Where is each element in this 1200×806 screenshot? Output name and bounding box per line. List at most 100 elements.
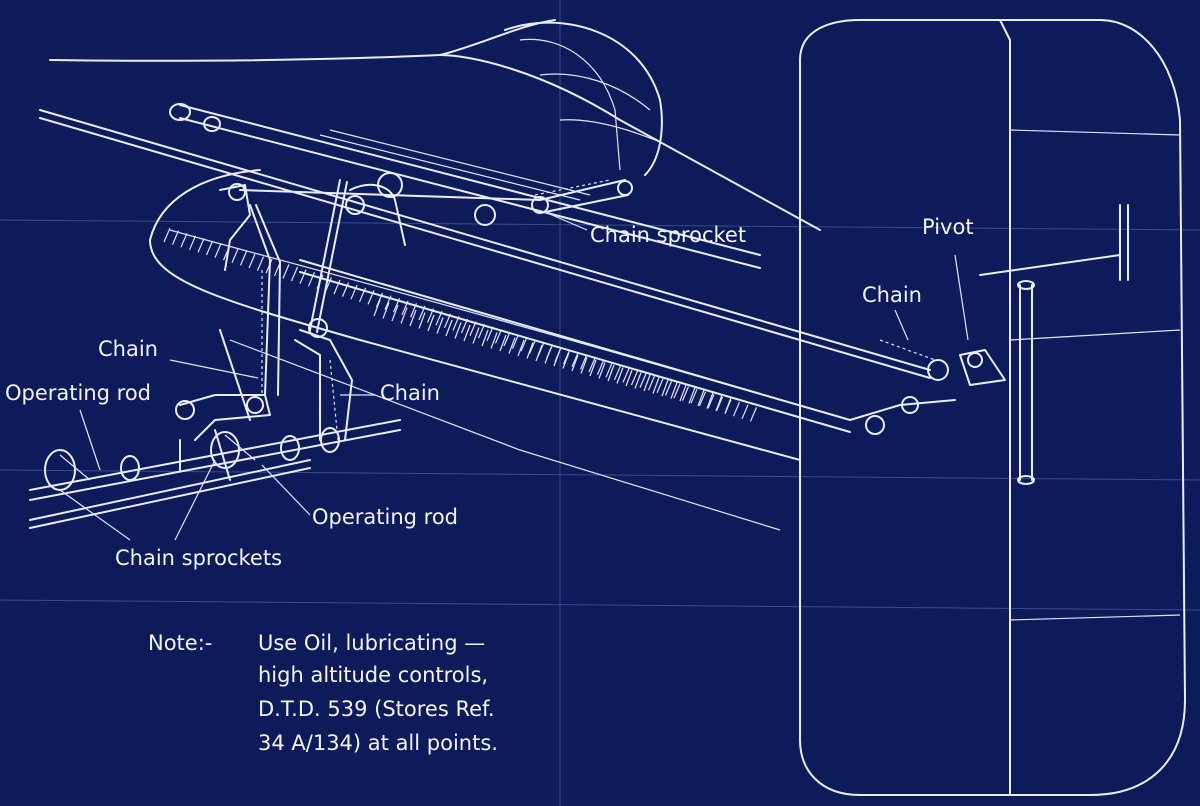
hatch-stroke bbox=[472, 327, 480, 344]
hatch-stroke bbox=[643, 374, 651, 392]
note-line-2: high altitude controls, bbox=[258, 663, 488, 687]
hatch-stroke bbox=[163, 227, 171, 243]
hatch-stroke bbox=[647, 375, 656, 391]
hatch-stroke bbox=[630, 370, 639, 386]
pivot-assembly bbox=[849, 204, 1129, 485]
label-chain-right: Chain bbox=[862, 283, 922, 307]
hatch-stroke bbox=[697, 389, 705, 407]
note-line-3: D.T.D. 539 (Stores Ref. bbox=[258, 697, 495, 721]
hatch-stroke bbox=[664, 381, 673, 396]
hatch-stroke bbox=[454, 322, 462, 339]
hatch-stroke bbox=[205, 240, 214, 256]
hatch-stroke bbox=[526, 342, 534, 359]
hatch-stroke bbox=[656, 378, 664, 394]
hatch-stroke bbox=[171, 230, 180, 245]
hatch-stroke bbox=[231, 248, 239, 264]
hatch-stroke bbox=[616, 367, 624, 384]
hatch-shading bbox=[163, 227, 758, 422]
label-chain-sprockets: Chain sprockets bbox=[115, 546, 282, 570]
note-heading: Note:- bbox=[148, 631, 212, 655]
hatch-stroke bbox=[490, 332, 498, 349]
hatch-stroke bbox=[715, 394, 723, 412]
fuselage bbox=[49, 19, 821, 531]
operating-rod-assembly bbox=[29, 419, 401, 529]
hatch-stroke bbox=[544, 347, 552, 364]
hatch-stroke bbox=[661, 379, 669, 397]
hatch-stroke bbox=[690, 388, 698, 404]
hatch-stroke bbox=[741, 404, 749, 420]
hatch-stroke bbox=[605, 362, 613, 378]
hatch-stroke bbox=[613, 365, 622, 381]
hatch-stroke bbox=[214, 243, 222, 258]
hatch-stroke bbox=[508, 337, 516, 354]
hatch-stroke bbox=[299, 269, 307, 284]
label-operating-rod-left: Operating rod bbox=[5, 381, 151, 405]
hatch-stroke bbox=[679, 384, 687, 402]
note-block: Note:- Use Oil, lubricating — high altit… bbox=[148, 631, 498, 755]
hatch-stroke bbox=[698, 391, 707, 407]
hatch-stroke bbox=[596, 360, 605, 375]
hatch-stroke bbox=[707, 394, 715, 409]
hatch-stroke bbox=[481, 329, 489, 347]
hatch-stroke bbox=[571, 354, 579, 372]
hatch-stroke bbox=[256, 256, 265, 271]
hatch-stroke bbox=[589, 359, 597, 377]
hatch-stroke bbox=[511, 334, 520, 349]
hatch-stroke bbox=[427, 314, 435, 332]
hatch-stroke bbox=[391, 304, 399, 322]
hatch-stroke bbox=[499, 334, 507, 352]
hatch-stroke bbox=[732, 401, 741, 417]
hatch-stroke bbox=[681, 386, 690, 401]
rudder-panel bbox=[799, 19, 1186, 796]
hatch-stroke bbox=[503, 331, 511, 347]
hatch-stroke bbox=[580, 357, 588, 374]
hatch-stroke bbox=[535, 344, 543, 362]
label-pivot: Pivot bbox=[922, 215, 974, 239]
hatch-stroke bbox=[373, 299, 381, 317]
control-rods bbox=[39, 103, 931, 433]
hatch-stroke bbox=[724, 397, 732, 414]
hatch-stroke bbox=[688, 387, 696, 404]
hatch-stroke bbox=[486, 326, 494, 342]
hatch-stroke bbox=[607, 364, 615, 382]
hatch-stroke bbox=[239, 251, 248, 266]
hatch-stroke bbox=[188, 235, 197, 251]
hatch-stroke bbox=[579, 355, 588, 370]
hatch-stroke bbox=[197, 238, 205, 253]
hatch-stroke bbox=[477, 323, 486, 339]
hatch-stroke bbox=[528, 339, 537, 355]
label-chain-mid: Chain bbox=[380, 381, 440, 405]
hatch-stroke bbox=[622, 368, 630, 383]
hatch-stroke bbox=[463, 324, 471, 342]
hatch-stroke bbox=[445, 319, 453, 337]
hatch-stroke bbox=[634, 372, 642, 389]
leader-lines bbox=[59, 211, 969, 541]
hatch-stroke bbox=[749, 407, 758, 422]
hatch-stroke bbox=[625, 369, 633, 387]
hatch-stroke bbox=[520, 336, 528, 352]
note-line-4: 34 A/134) at all points. bbox=[258, 731, 498, 755]
hatch-stroke bbox=[409, 309, 417, 327]
hatch-stroke bbox=[382, 302, 390, 319]
hatch-stroke bbox=[290, 266, 299, 282]
hatch-stroke bbox=[400, 307, 408, 324]
hatch-stroke bbox=[436, 317, 444, 334]
hatch-stroke bbox=[517, 339, 525, 357]
hatch-stroke bbox=[598, 362, 606, 379]
hatch-stroke bbox=[652, 377, 660, 394]
hatch-stroke bbox=[553, 349, 561, 367]
hatch-stroke bbox=[562, 352, 570, 369]
lever-mechanisms bbox=[175, 172, 406, 481]
hatch-stroke bbox=[494, 329, 503, 344]
hatch-stroke bbox=[282, 264, 290, 279]
hatch-stroke bbox=[307, 271, 316, 287]
hatch-stroke bbox=[418, 312, 426, 329]
label-chain-sprocket: Chain sprocket bbox=[590, 223, 746, 247]
hatch-stroke bbox=[706, 392, 714, 409]
label-operating-rod-bottom: Operating rod bbox=[312, 505, 458, 529]
hatch-stroke bbox=[670, 382, 678, 399]
hatch-stroke bbox=[673, 383, 681, 399]
